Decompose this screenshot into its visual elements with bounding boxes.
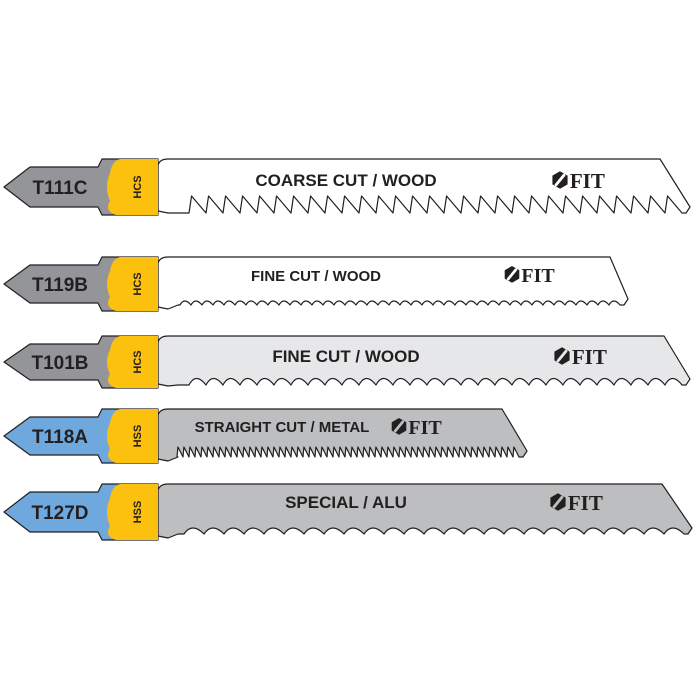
blade-description: COARSE CUT / WOOD — [255, 171, 436, 190]
blade-body — [157, 158, 691, 214]
material-label: HCS — [132, 350, 144, 373]
material-band — [107, 484, 158, 540]
blade-t101b: T101B HCS FINE CUT / WOOD FIT — [3, 335, 691, 389]
material-band — [107, 409, 158, 463]
brand-name: FIT — [568, 491, 603, 515]
slash-icon — [506, 268, 518, 281]
brand-name: FIT — [572, 345, 607, 369]
blade-description: STRAIGHT CUT / METAL — [195, 419, 370, 436]
blade-body — [157, 335, 691, 387]
blade-description: FINE CUT / WOOD — [251, 268, 381, 285]
material-label: HCS — [132, 272, 144, 295]
blade-body — [157, 483, 693, 539]
blade-body — [157, 256, 629, 310]
blade-description: SPECIAL / ALU — [285, 493, 407, 512]
slash-icon — [393, 420, 405, 433]
fit-logo: FIT — [554, 345, 607, 369]
slash-icon — [556, 349, 568, 363]
blade-code: T119B — [32, 275, 88, 296]
material-label: HSS — [132, 501, 144, 524]
brand-name: FIT — [521, 265, 555, 287]
slash-icon — [554, 173, 566, 187]
brand-name: FIT — [570, 169, 605, 193]
blade-t111c: T111C HCS COARSE CUT / WOOD FIT — [3, 158, 691, 216]
material-band — [107, 336, 158, 388]
fit-logo: FIT — [552, 169, 605, 193]
fit-logo: FIT — [391, 417, 442, 439]
blade-description: FINE CUT / WOOD — [272, 347, 419, 366]
blade-code: T111C — [33, 178, 88, 199]
material-band — [107, 257, 158, 311]
material-label: HCS — [132, 175, 144, 198]
slash-icon — [552, 495, 564, 509]
material-band — [107, 159, 158, 215]
material-label: HSS — [132, 425, 144, 448]
blade-code: T101B — [31, 353, 88, 374]
blade-t119b: T119B HCS FINE CUT / WOOD FIT — [3, 256, 629, 312]
fit-logo: FIT — [504, 265, 555, 287]
fit-logo: FIT — [550, 491, 603, 515]
brand-name: FIT — [408, 417, 442, 439]
blade-t127d: T127D HSS SPECIAL / ALU FIT — [3, 483, 693, 541]
blade-t118a: T118A HSS STRAIGHT CUT / METAL FIT — [3, 408, 528, 464]
blade-code: T118A — [32, 427, 88, 448]
blade-code: T127D — [31, 503, 88, 524]
blade-body — [157, 408, 528, 462]
